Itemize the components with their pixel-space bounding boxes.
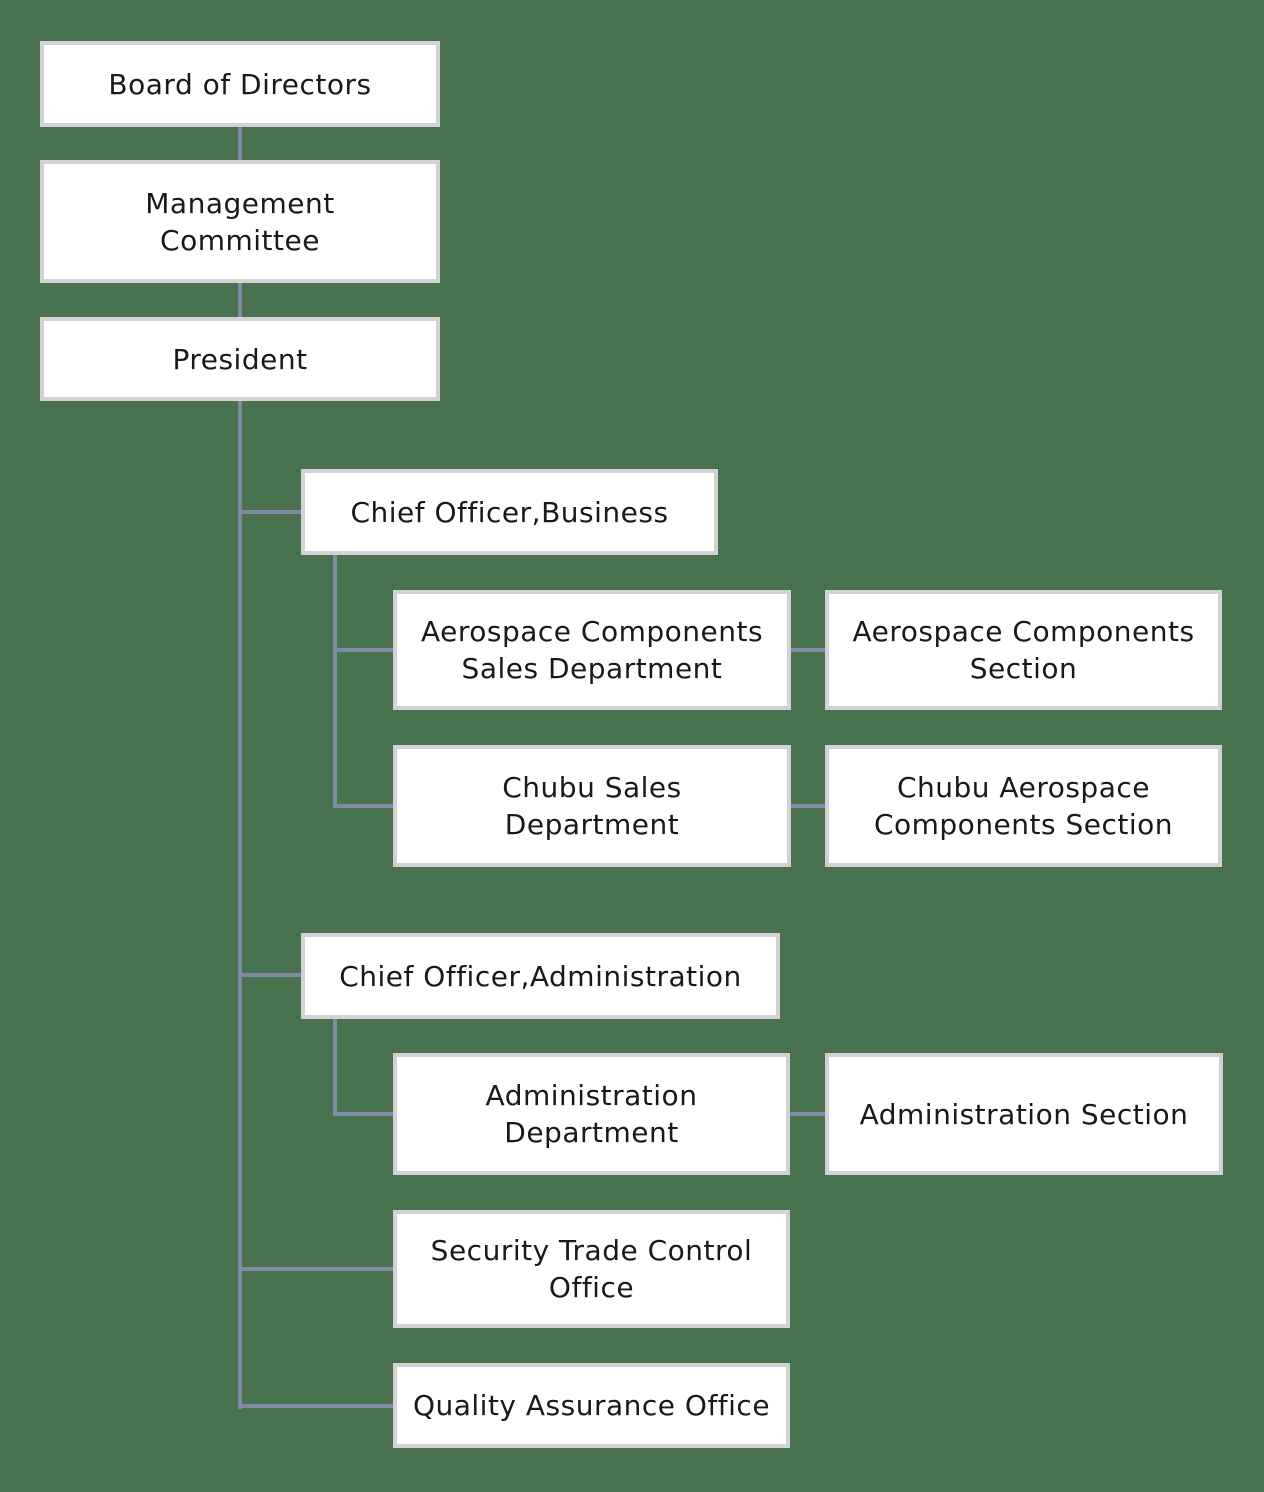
node-chubu-sales-department-label: Chubu Sales Department — [502, 771, 682, 841]
connector-trunk-to-quality-office — [238, 1404, 394, 1408]
node-board-of-directors-label: Board of Directors — [108, 67, 372, 101]
node-board-of-directors: Board of Directors — [40, 41, 440, 127]
node-quality-assurance-office: Quality Assurance Office — [393, 1363, 790, 1448]
node-management-committee-label: Management Committee — [145, 186, 335, 257]
node-administration-section-label: Administration Section — [859, 1097, 1189, 1131]
node-aerospace-components-sales-department: Aerospace Components Sales Department — [393, 590, 791, 710]
connector-chief-business-branch — [333, 553, 337, 808]
connector-management-to-president — [238, 281, 242, 319]
node-chief-officer-administration: Chief Officer,Administration — [301, 933, 780, 1019]
connector-chief-administration-branch — [333, 1016, 337, 1116]
connector-board-to-management — [238, 125, 242, 162]
node-chief-officer-administration-label: Chief Officer,Administration — [339, 959, 742, 993]
node-administration-department: Administration Department — [393, 1053, 790, 1175]
connector-trunk-to-security-office — [238, 1267, 394, 1271]
connector-trunk-to-chief-business — [238, 510, 302, 514]
node-aerospace-components-section-label: Aerospace Components Section — [852, 615, 1195, 685]
node-chief-officer-business: Chief Officer,Business — [301, 469, 718, 555]
connector-administration-department-to-section — [790, 1112, 826, 1116]
node-president: President — [40, 317, 440, 401]
node-administration-department-label: Administration Department — [485, 1079, 698, 1149]
connector-president-trunk — [238, 398, 242, 1409]
connector-branch-to-administration-department — [333, 1112, 394, 1116]
connector-branch-to-chubu-sales — [333, 804, 394, 808]
node-chubu-aerospace-components-section: Chubu Aerospace Components Section — [825, 745, 1222, 867]
node-administration-section: Administration Section — [825, 1053, 1223, 1175]
node-chubu-aerospace-components-section-label: Chubu Aerospace Components Section — [873, 771, 1174, 841]
connector-branch-to-aerospace-sales — [333, 648, 394, 652]
node-management-committee: Management Committee — [40, 160, 440, 283]
node-security-trade-control-office: Security Trade Control Office — [393, 1210, 790, 1328]
node-aerospace-components-sales-department-label: Aerospace Components Sales Department — [420, 615, 764, 685]
node-chief-officer-business-label: Chief Officer,Business — [350, 495, 669, 529]
node-aerospace-components-section: Aerospace Components Section — [825, 590, 1222, 710]
node-quality-assurance-office-label: Quality Assurance Office — [412, 1389, 771, 1422]
connector-chubu-sales-to-section — [790, 804, 826, 808]
node-president-label: President — [172, 342, 308, 376]
node-chubu-sales-department: Chubu Sales Department — [393, 745, 791, 867]
connector-trunk-to-chief-administration — [238, 973, 302, 977]
connector-aerospace-sales-to-section — [790, 648, 826, 652]
node-security-trade-control-office-label: Security Trade Control Office — [430, 1234, 753, 1304]
